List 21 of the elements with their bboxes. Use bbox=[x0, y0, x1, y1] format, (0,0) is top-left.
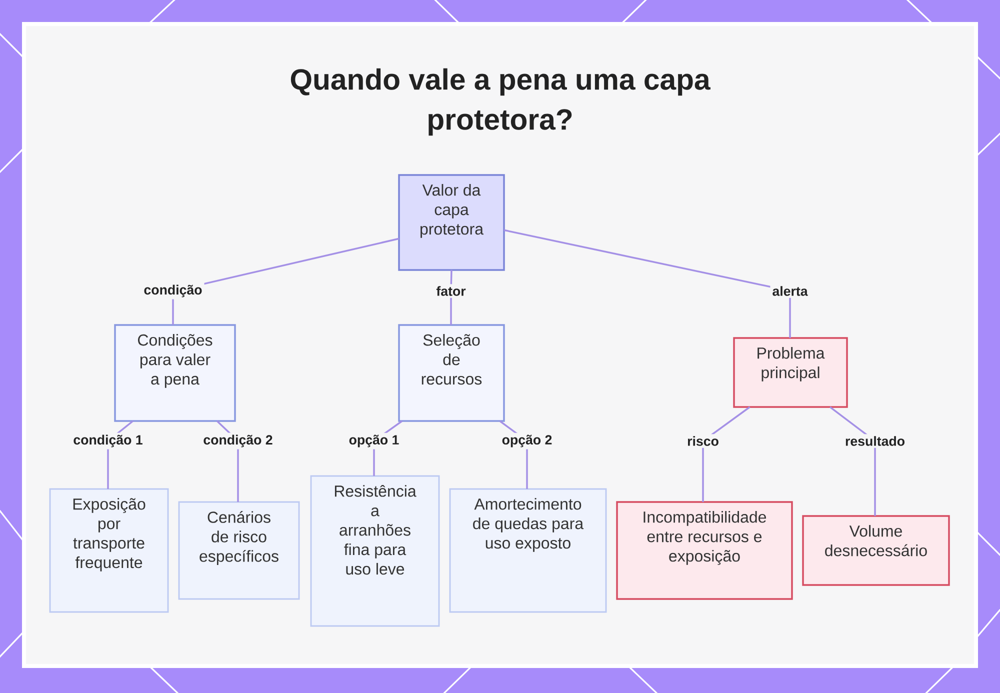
concept-box: Seleção de recursos bbox=[398, 324, 505, 422]
edge-label: opção 2 bbox=[500, 432, 554, 450]
connector-line bbox=[504, 229, 791, 338]
concept-box: Volume desnecessário bbox=[802, 515, 950, 586]
edge-label: condição 2 bbox=[201, 432, 275, 450]
edge-label: fator bbox=[434, 284, 468, 298]
concept-box: Resistência a arranhões fina para uso leve bbox=[310, 475, 440, 627]
concept-box: Valor da capa protetora bbox=[398, 174, 505, 271]
edge-label: risco bbox=[685, 434, 721, 448]
concept-box: Exposição por transporte frequente bbox=[49, 488, 169, 613]
concept-box: Problema principal bbox=[733, 337, 848, 408]
edge-label: condição bbox=[142, 282, 204, 300]
edge-label: alerta bbox=[770, 284, 810, 298]
title: Quando vale a pena uma capa protetora? bbox=[290, 68, 710, 136]
edge-label: opção 1 bbox=[346, 432, 402, 450]
edge-label: condição 1 bbox=[71, 432, 145, 450]
concept-box: Incompatibilidade entre recursos e exposição bbox=[616, 501, 793, 600]
edge-label: resultado bbox=[843, 434, 908, 448]
concept-box: Amortecimento de quedas para uso exposto bbox=[449, 488, 607, 613]
concept-box: Condições para valer a pena bbox=[114, 324, 236, 422]
concept-box: Cenários de risco específicos bbox=[178, 501, 300, 600]
